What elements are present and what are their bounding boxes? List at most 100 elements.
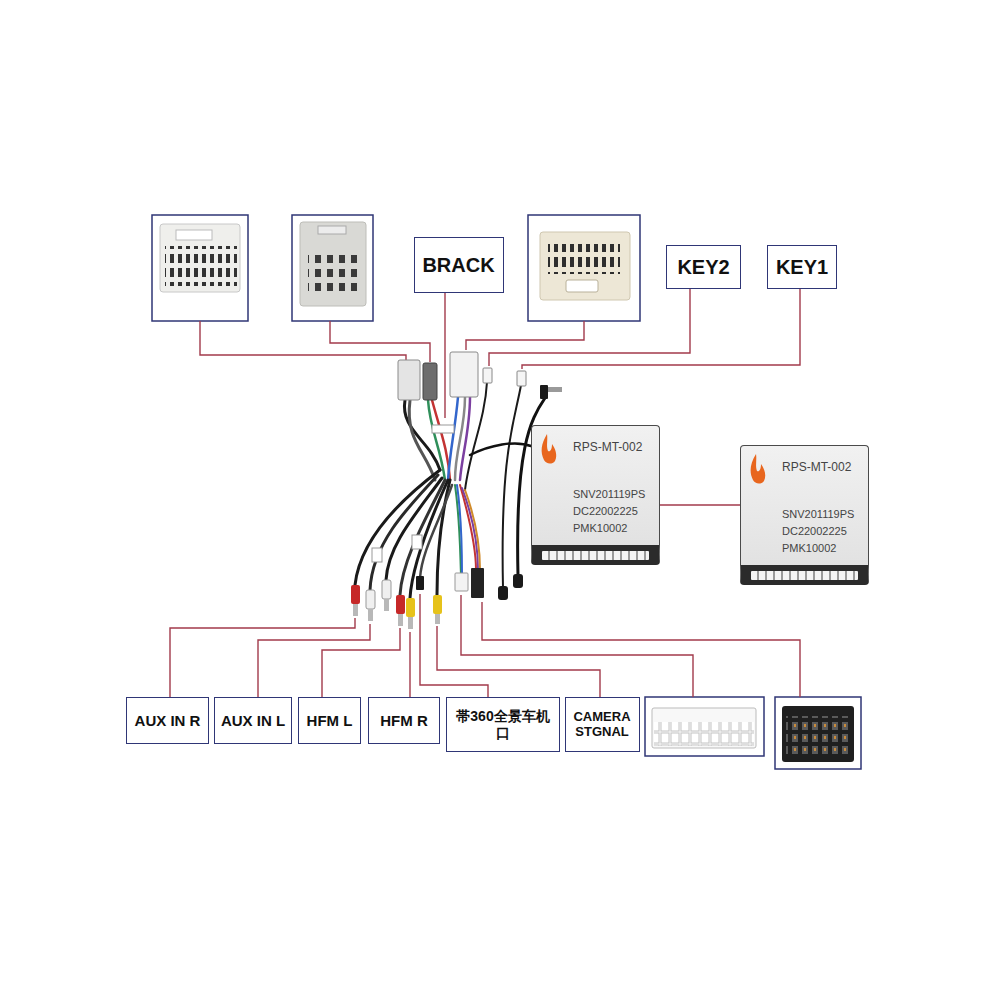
right-angle-plug	[548, 387, 562, 392]
rca-tip	[368, 609, 373, 621]
module-code: PMK10002	[782, 540, 860, 557]
connector-body	[540, 232, 630, 300]
wire	[409, 400, 435, 480]
connector-photo-frame	[645, 697, 764, 756]
module-code: DC22002225	[573, 503, 651, 520]
connector-latch	[318, 226, 346, 234]
label-text: BRACK	[420, 254, 498, 277]
harness-plug	[471, 568, 484, 598]
module-link	[660, 504, 740, 506]
label-box: BRACK	[414, 237, 504, 293]
connector-body	[300, 222, 366, 306]
module-code: SNV201119PS	[573, 486, 651, 503]
cable-end	[513, 574, 523, 588]
label-box: HFM L	[298, 697, 361, 744]
key-plug	[483, 368, 492, 383]
harness-plug	[423, 363, 437, 400]
label-text: AUX IN L	[220, 712, 286, 729]
connector-pins	[786, 716, 850, 756]
converter-module: RPS-MT-002SNV201119PSDC22002225PMK10002	[740, 445, 869, 585]
label-text: KEY2	[672, 256, 735, 279]
wire	[465, 382, 487, 490]
label-text: AUX IN R	[132, 712, 203, 729]
cable-tie	[432, 425, 454, 433]
connector-photo-frame	[152, 215, 248, 321]
label-box: HFM R	[368, 697, 440, 744]
connector-body	[652, 708, 756, 748]
module-code: DC22002225	[782, 523, 860, 540]
label-text: HFM R	[374, 712, 434, 729]
wire	[470, 443, 531, 455]
connector-latch	[176, 230, 212, 240]
wire	[432, 400, 450, 480]
rca-plug	[433, 595, 442, 614]
connector-pins	[165, 246, 237, 286]
leader-line	[522, 289, 800, 369]
label-box: AUX IN R	[126, 697, 209, 744]
label-text: HFM L	[304, 712, 355, 729]
leader-line	[461, 595, 693, 697]
connector-body	[782, 706, 854, 762]
connector-pins	[308, 250, 358, 292]
harness-plug	[398, 360, 420, 400]
rca-tip	[353, 604, 358, 616]
label-box: CAMERA STGNAL	[565, 697, 640, 752]
label-box: 帯360全景车机口	[446, 697, 560, 752]
wire	[465, 490, 480, 570]
wire	[410, 480, 448, 598]
leader-line	[420, 594, 488, 697]
rca-plug	[406, 598, 415, 617]
rca-tip	[398, 614, 403, 626]
wire	[457, 485, 462, 575]
rca-tip	[408, 617, 413, 629]
leader-line	[409, 632, 410, 697]
leader-line	[489, 289, 690, 366]
connector-pins	[548, 244, 620, 274]
label-text: CAMERA STGNAL	[571, 710, 634, 740]
cable-tie	[372, 548, 382, 562]
cable-end	[498, 586, 508, 600]
pin-row	[542, 551, 649, 560]
right-angle-plug	[540, 385, 548, 399]
module-model: RPS-MT-002	[573, 440, 651, 455]
label-box: KEY2	[666, 245, 741, 289]
label-text: KEY1	[773, 256, 831, 279]
connector-body	[160, 224, 240, 292]
rca-plug	[396, 595, 405, 614]
wire	[455, 485, 461, 575]
leader-line	[258, 624, 370, 697]
module-code: SNV201119PS	[782, 506, 860, 523]
rca-plug	[351, 585, 360, 604]
connector-photo-frame	[775, 697, 861, 769]
leader-line	[444, 293, 445, 418]
connector-latch	[566, 280, 598, 292]
brand-flame	[751, 454, 766, 484]
connector-photo-frame	[528, 215, 640, 321]
wire	[420, 485, 452, 578]
module-model: RPS-MT-002	[782, 460, 860, 475]
cable-tie	[412, 535, 422, 549]
rca-plug	[366, 590, 375, 609]
rca-tip	[435, 614, 440, 624]
leader-line	[466, 321, 584, 350]
pin-row	[751, 571, 858, 580]
wire	[455, 397, 465, 480]
leader-line	[482, 602, 800, 697]
leader-line	[322, 628, 400, 697]
cable-end	[416, 576, 424, 590]
connector-pins	[654, 722, 754, 746]
harness-plug	[455, 573, 468, 591]
brand-flame	[542, 434, 557, 464]
label-text: 帯360全景车机口	[452, 708, 554, 740]
leader-line	[330, 321, 430, 362]
module-code: PMK10002	[573, 520, 651, 537]
harness-plug	[450, 352, 478, 397]
converter-module: RPS-MT-002SNV201119PSDC22002225PMK10002	[531, 425, 660, 565]
connector-photo-frame	[292, 215, 373, 321]
rca-tip	[384, 599, 389, 611]
label-box: KEY1	[767, 245, 837, 289]
rca-plug	[382, 580, 391, 599]
